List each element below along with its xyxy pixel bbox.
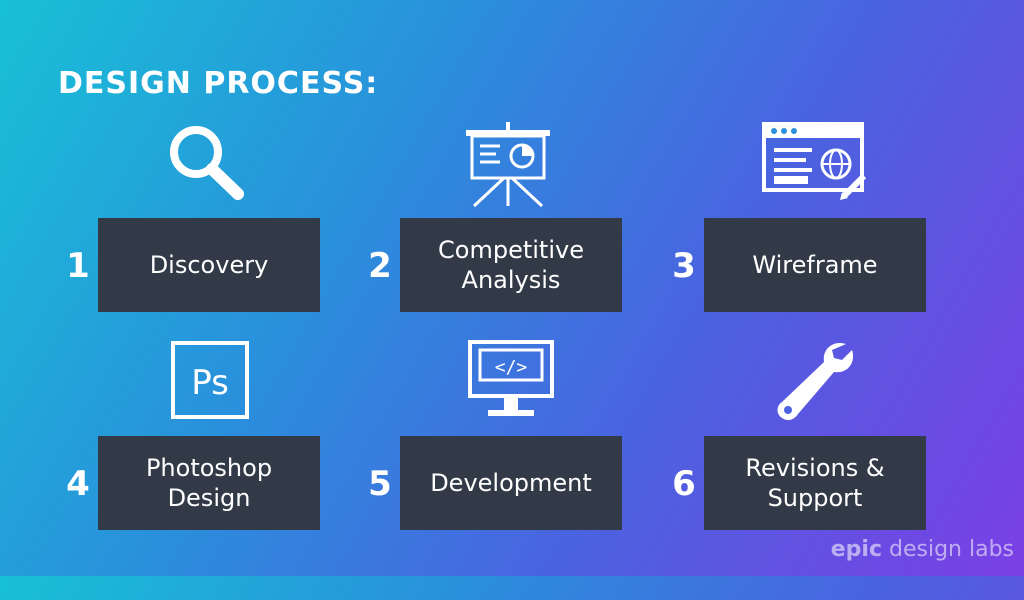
step-box: Competitive Analysis — [400, 218, 622, 312]
wrench-icon — [768, 340, 854, 424]
step-box: Revisions & Support — [704, 436, 926, 530]
step-label: Photoshop Design — [145, 454, 273, 512]
step-revisions-support: 6 Revisions & Support — [664, 340, 964, 600]
step-label: Wireframe — [752, 251, 878, 279]
step-box: Photoshop Design — [98, 436, 320, 530]
step-label: Discovery — [149, 251, 269, 279]
step-number: 1 — [66, 246, 90, 286]
step-competitive-analysis: 2 Competitive Analysis — [360, 122, 660, 382]
code-icon-text: </> — [495, 357, 528, 378]
brand-rest: design labs — [882, 537, 1014, 562]
step-label: Competitive Analysis — [438, 236, 584, 294]
step-number: 5 — [368, 464, 392, 504]
photoshop-icon: Ps — [170, 340, 250, 420]
step-discovery: 1 Discovery — [58, 122, 358, 382]
brand-logo: epic design labs — [831, 537, 1014, 562]
step-box: Discovery — [98, 218, 320, 312]
step-wireframe: 3 Wireframe — [664, 122, 964, 382]
step-number: 6 — [672, 464, 696, 504]
step-box: Wireframe — [704, 218, 926, 312]
brand-bold: epic — [830, 537, 882, 562]
step-box: Development — [400, 436, 622, 530]
presentation-board-icon — [460, 122, 556, 208]
page-title: DESIGN PROCESS: — [58, 66, 379, 101]
step-development: </> 5 Development — [360, 340, 660, 600]
photoshop-icon-text: Ps — [191, 363, 229, 403]
browser-window-icon — [760, 122, 870, 202]
step-label: Development — [430, 469, 592, 497]
step-photoshop-design: Ps 4 Photoshop Design — [58, 340, 358, 600]
step-number: 4 — [66, 464, 90, 504]
magnifying-glass-icon — [158, 122, 254, 204]
monitor-code-icon: </> — [466, 340, 556, 426]
step-number: 3 — [672, 246, 696, 286]
step-number: 2 — [368, 246, 392, 286]
step-label: Revisions & Support — [745, 454, 885, 512]
